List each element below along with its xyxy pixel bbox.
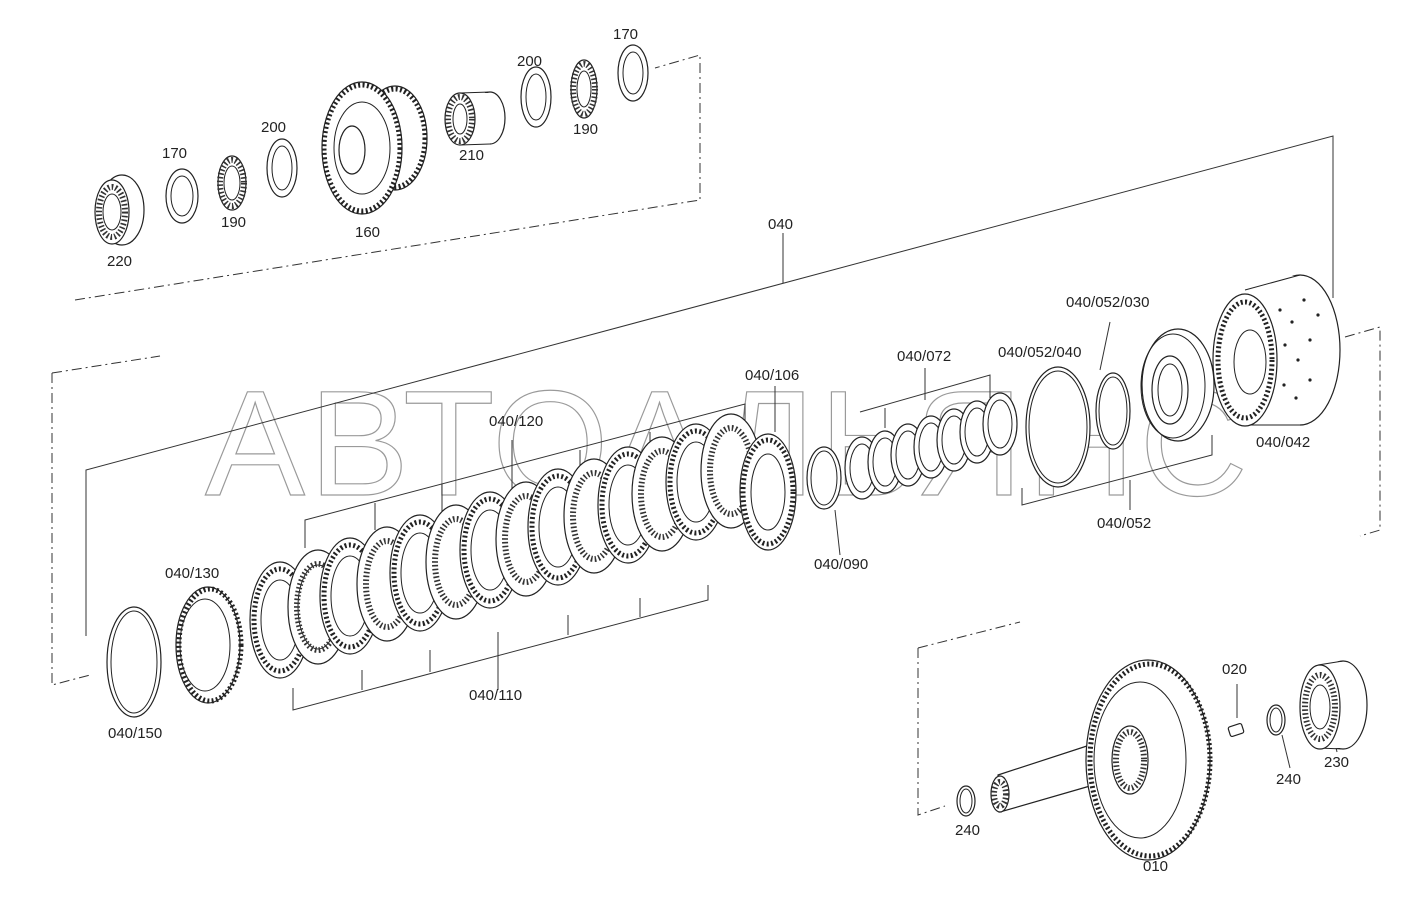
bearing-230 xyxy=(1299,660,1368,750)
label-230: 230 xyxy=(1324,754,1349,771)
label-200-left: 200 xyxy=(261,119,286,136)
snap-ring-240-left xyxy=(956,785,976,817)
label-040-106: 040/106 xyxy=(745,367,799,384)
label-040: 040 xyxy=(768,216,793,233)
label-170-left: 170 xyxy=(162,145,187,162)
gear-160 xyxy=(321,81,428,215)
assembly-boundaries xyxy=(51,54,1381,816)
snap-ring-040-090 xyxy=(806,446,842,510)
label-040-120: 040/120 xyxy=(489,413,543,430)
washer-200-right xyxy=(520,66,552,128)
o-ring-040-052-030 xyxy=(1095,372,1131,450)
label-040-130: 040/130 xyxy=(165,565,219,582)
end-disc-040-106 xyxy=(739,433,797,551)
snap-ring-240-right xyxy=(1266,704,1286,736)
label-040-072: 040/072 xyxy=(897,348,951,365)
label-040-110: 040/110 xyxy=(469,687,522,704)
piston-040-052 xyxy=(1140,328,1215,442)
label-040-052: 040/052 xyxy=(1097,515,1151,532)
part-labels: 220 170 190 200 160 210 200 190 170 040 … xyxy=(107,26,1349,875)
drum-holes xyxy=(1278,298,1320,400)
o-ring-040-052-040 xyxy=(1025,366,1091,488)
pressure-plate-040-130 xyxy=(175,586,244,704)
label-240-right: 240 xyxy=(1276,771,1301,788)
label-220: 220 xyxy=(107,253,132,270)
label-190-left: 190 xyxy=(221,214,246,231)
bearing-190-left xyxy=(217,155,247,211)
label-040-052-030: 040/052/030 xyxy=(1066,294,1149,311)
ring-170-right xyxy=(617,44,649,102)
label-240-left: 240 xyxy=(955,822,980,839)
label-160: 160 xyxy=(355,224,380,241)
pin-020 xyxy=(1227,723,1245,737)
label-200-right: 200 xyxy=(517,53,542,70)
label-040-052-040: 040/052/040 xyxy=(998,344,1081,361)
label-040-042: 040/042 xyxy=(1256,434,1310,451)
label-210: 210 xyxy=(459,147,484,164)
shaft-gear-010 xyxy=(990,659,1213,861)
label-170-right: 170 xyxy=(613,26,638,43)
label-010: 010 xyxy=(1143,858,1168,875)
snap-ring-040-150 xyxy=(106,606,162,718)
label-040-090: 040/090 xyxy=(814,556,868,573)
leader-lines xyxy=(85,135,1338,769)
label-020: 020 xyxy=(1222,661,1247,678)
ring-170-left xyxy=(165,168,199,224)
clutch-drum-040-042 xyxy=(1212,274,1341,427)
bearing-220 xyxy=(94,174,145,246)
clutch-discs-040-110-040-120 xyxy=(249,413,762,679)
label-040-150: 040/150 xyxy=(108,725,162,742)
springs-040-072 xyxy=(844,392,1018,500)
washer-200-left xyxy=(266,138,298,198)
needle-bearing-210 xyxy=(444,91,506,146)
label-190-right: 190 xyxy=(573,121,598,138)
bearing-190-right xyxy=(570,59,598,119)
